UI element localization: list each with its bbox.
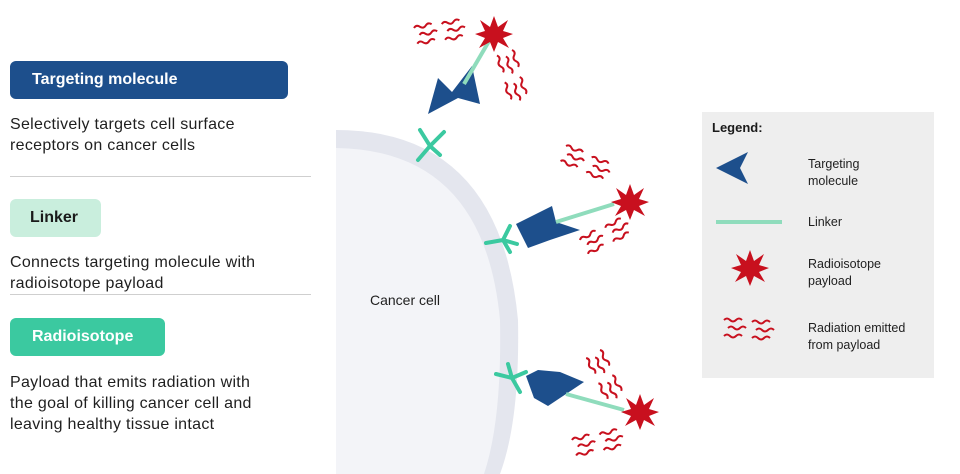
targeting-molecule-icon: [516, 206, 580, 248]
radioisotope-description: Payload that emits radiation with the go…: [10, 374, 252, 433]
radioisotope-icon: [731, 250, 769, 286]
linker-icon: [462, 34, 494, 86]
radiation-waves-icon: [579, 214, 633, 257]
receptor-icon: [416, 128, 446, 162]
section-divider: [10, 294, 311, 295]
linker-icon: [555, 202, 615, 224]
radioisotope-header: Radioisotope: [10, 318, 165, 356]
radioligand-conjugate-bottom: [494, 349, 659, 459]
linker-description: Connects targeting molecule with radiois…: [10, 254, 256, 292]
section-divider: [10, 176, 311, 177]
radioligand-conjugate-top: [414, 16, 531, 162]
cancer-cell: [336, 130, 519, 474]
receptor-icon: [484, 224, 519, 254]
targeting-molecule-header: Targeting molecule: [10, 61, 288, 99]
radiation-waves-icon: [494, 49, 531, 103]
radioisotope-icon: [611, 184, 649, 220]
radioligand-conjugate-middle: [484, 145, 649, 257]
radioisotope-icon: [475, 16, 513, 52]
cancer-cell-label: Cancer cell: [370, 292, 441, 308]
legend-label-targeting: Targeting molecule: [808, 157, 860, 188]
linker-icon: [565, 392, 625, 412]
legend-icons: [716, 152, 782, 378]
radioisotope-icon: [621, 394, 659, 430]
radiation-waves-icon: [724, 319, 774, 340]
legend-label-linker: Linker: [808, 215, 843, 229]
targeting-molecule-description: Selectively targets cell surface recepto…: [10, 116, 235, 154]
targeting-molecule-icon: [716, 152, 748, 184]
radiation-waves-icon: [572, 426, 626, 459]
radiation-waves-icon: [414, 16, 467, 47]
legend-label-radiation: Radiation emitted from payload: [808, 321, 906, 352]
targeting-molecule-icon: [526, 370, 584, 406]
legend: Legend: Targeting molecule Linker Radioi…: [702, 112, 934, 378]
radiation-waves-icon: [583, 349, 626, 403]
legend-label-radioisotope: Radioisotope payload: [808, 257, 881, 288]
linker-header: Linker: [10, 199, 101, 237]
receptor-icon: [494, 362, 528, 394]
radiation-waves-icon: [559, 145, 613, 182]
legend-title: Legend:: [712, 120, 763, 135]
